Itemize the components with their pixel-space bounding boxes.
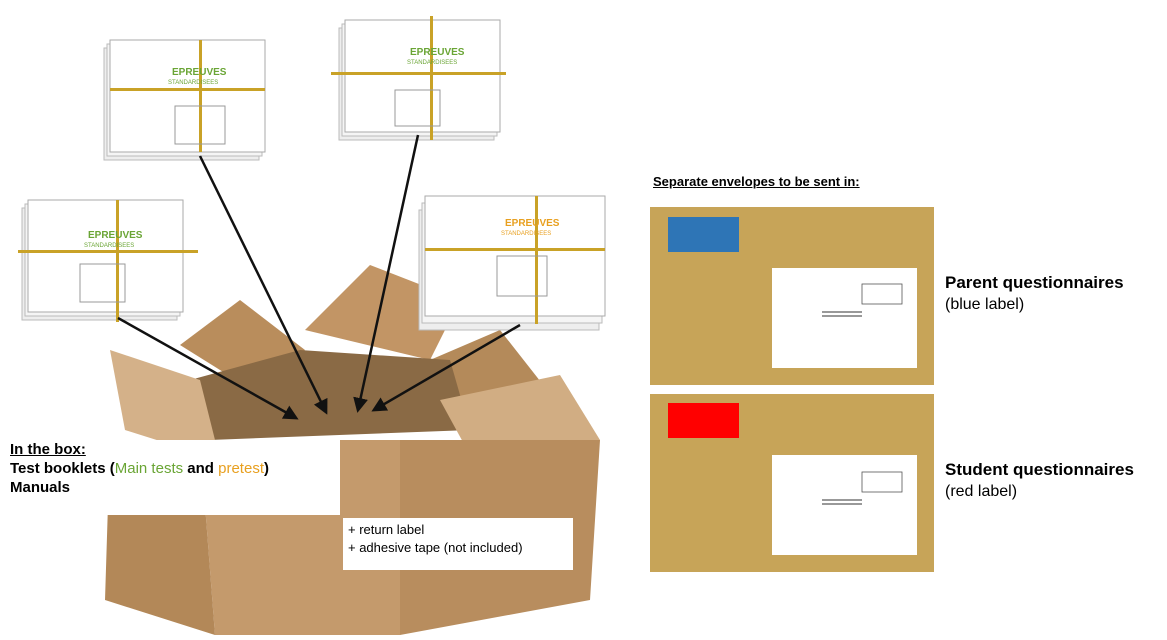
box-caption-line2: Manuals — [10, 479, 71, 496]
student-label: Student questionnaires — [945, 460, 1134, 479]
svg-text:EPREUVES: EPREUVES — [172, 67, 227, 78]
student-label-group: Student questionnaires (red label) — [945, 459, 1134, 503]
svg-text:EPREUVES: EPREUVES — [410, 47, 465, 58]
blue-label — [668, 217, 739, 252]
box-caption: In the box: Test booklets (Main tests an… — [10, 440, 340, 515]
arrow-2 — [198, 155, 328, 415]
parent-label-group: Parent questionnaires (blue label) — [945, 272, 1124, 316]
line1-pretest: pretest — [218, 460, 264, 477]
line1-suffix: ) — [263, 460, 269, 477]
arrow-3 — [353, 134, 420, 413]
booklet-stack-main-3: EPREUVES STANDARDISEES — [18, 199, 198, 322]
arrow-1 — [117, 316, 299, 420]
svg-text:EPREUVES: EPREUVES — [505, 218, 560, 229]
arrow-4 — [371, 323, 521, 412]
line1-prefix: Test booklets ( — [10, 460, 115, 477]
envelopes-title: Separate envelopes to be sent in: — [653, 174, 860, 189]
booklet-stack-main-2: EPREUVES STANDARDISEES — [331, 16, 506, 141]
line1-and: and — [183, 460, 219, 477]
svg-text:STANDARDISEES: STANDARDISEES — [168, 80, 218, 86]
svg-text:STANDARDISEES: STANDARDISEES — [501, 231, 551, 237]
note-return-label: + return label — [348, 522, 425, 537]
parent-label: Parent questionnaires — [945, 273, 1124, 292]
booklet-stack-pretest: EPREUVES STANDARDISEES — [418, 195, 606, 331]
envelope-parent — [650, 207, 934, 385]
booklet-stack-main-1: EPREUVES STANDARDISEES — [103, 39, 266, 161]
student-sub: (red label) — [945, 483, 1018, 500]
red-label — [668, 403, 739, 438]
box-caption-heading: In the box: — [10, 441, 86, 458]
svg-text:EPREUVES: EPREUVES — [88, 230, 143, 241]
line1-main-tests: Main tests — [114, 460, 184, 477]
svg-text:STANDARDISEES: STANDARDISEES — [407, 60, 457, 66]
box-caption-line1: Test booklets (Main tests and pretest) — [10, 459, 340, 478]
envelope-student — [650, 394, 934, 572]
svg-text:STANDARDISEES: STANDARDISEES — [84, 243, 134, 249]
box-notes: + return label + adhesive tape (not incl… — [343, 518, 573, 570]
note-adhesive-tape: + adhesive tape (not included) — [348, 540, 523, 555]
parent-sub: (blue label) — [945, 296, 1025, 313]
arrows — [117, 134, 521, 420]
